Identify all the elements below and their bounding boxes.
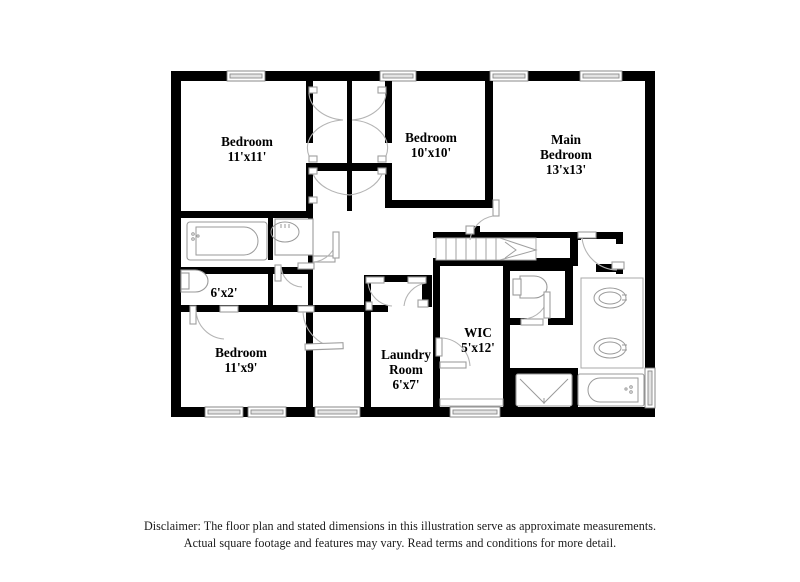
door-powder	[520, 291, 551, 326]
door-main-hall	[465, 199, 500, 241]
label-bedroom-3: Bedroom 10'x10'	[405, 130, 457, 160]
label-closet-6x2: 6'x2'	[210, 285, 237, 300]
door-bedroom4	[297, 305, 344, 351]
door-bedroom4-closet	[189, 305, 239, 340]
door-closet-lower-b	[349, 167, 387, 196]
wic-dimensions: 5'x12'	[461, 340, 495, 355]
window-bottom-4	[449, 406, 501, 418]
window-bottom-3	[314, 406, 361, 418]
closet-doors-top	[306, 86, 389, 204]
bedroom-2-dimensions: 11'x11'	[228, 149, 267, 164]
window-top-1	[226, 70, 266, 82]
hall-bathroom-fixtures	[180, 218, 314, 293]
door-closet-bedroom3-a	[351, 86, 389, 163]
window-bottom-2	[247, 406, 287, 418]
label-laundry-room: Laundry Room 6'x7'	[381, 347, 431, 392]
sink-icon-hall	[270, 218, 314, 256]
main-bedroom-name-line2: Bedroom	[540, 147, 592, 162]
window-top-2	[379, 70, 417, 82]
door-laundry-a	[365, 276, 393, 311]
toilet-icon-hall	[180, 269, 209, 293]
disclaimer-line-1: Disclaimer: The floor plan and stated di…	[143, 519, 657, 533]
bottom-wall-windows	[204, 406, 501, 418]
door-wic	[435, 337, 471, 369]
bedroom-2-name: Bedroom	[221, 134, 273, 149]
bathtub-icon-hall	[186, 221, 268, 261]
closet-hall-dimensions: 6'x2'	[210, 285, 237, 300]
label-bedroom-2: Bedroom 11'x11'	[221, 134, 273, 164]
powder-room	[512, 275, 551, 326]
interior-walls	[181, 81, 623, 407]
window-top-4	[579, 70, 623, 82]
hall-bathroom-doors	[189, 231, 344, 351]
disclaimer-text: Disclaimer: The floor plan and stated di…	[0, 518, 800, 552]
room-labels: Bedroom 11'x11' Bedroom 10'x10' Main Bed…	[210, 130, 591, 392]
door-closet-lower-a	[308, 167, 351, 204]
door-closet-bedroom2-a	[306, 86, 344, 163]
laundry-dimensions: 6'x7'	[392, 377, 419, 392]
label-wic: WIC 5'x12'	[461, 325, 495, 355]
vanity-counter-main	[580, 277, 644, 369]
door-hall-bath	[312, 231, 340, 263]
door-closet-6x2	[274, 262, 315, 288]
wic-name: WIC	[464, 325, 492, 340]
sink-icon-main-2	[593, 337, 627, 359]
wic-shelf	[439, 398, 504, 407]
shower-icon-main	[515, 373, 573, 407]
bedroom-3-name: Bedroom	[405, 130, 457, 145]
sink-icon-main-1	[593, 287, 627, 309]
laundry-doors	[365, 276, 429, 311]
stairs-direction-arrow	[504, 241, 517, 259]
bedroom-3-dimensions: 10'x10'	[411, 145, 451, 160]
disclaimer-line-2: Actual square footage and features may v…	[183, 536, 617, 551]
laundry-name-line1: Laundry	[381, 347, 431, 362]
toilet-icon-powder	[512, 275, 548, 299]
staircase	[435, 237, 538, 261]
bedroom-4-name: Bedroom	[215, 345, 267, 360]
main-bathroom-fixtures	[515, 277, 645, 407]
door-laundry-b	[403, 276, 429, 308]
label-main-bedroom: Main Bedroom 13'x13'	[540, 132, 592, 177]
window-top-3	[489, 70, 529, 82]
laundry-name-line2: Room	[389, 362, 423, 377]
bathtub-icon-main	[577, 373, 645, 407]
window-right-1	[644, 367, 656, 409]
label-bedroom-4: Bedroom 11'x9'	[215, 345, 267, 375]
main-bedroom-name-line1: Main	[551, 132, 582, 147]
door-main-bedroom	[577, 231, 625, 271]
top-wall-windows	[226, 70, 623, 82]
bedroom-4-dimensions: 11'x9'	[225, 360, 258, 375]
main-bedroom-dimensions: 13'x13'	[546, 162, 586, 177]
window-bottom-1	[204, 406, 244, 418]
